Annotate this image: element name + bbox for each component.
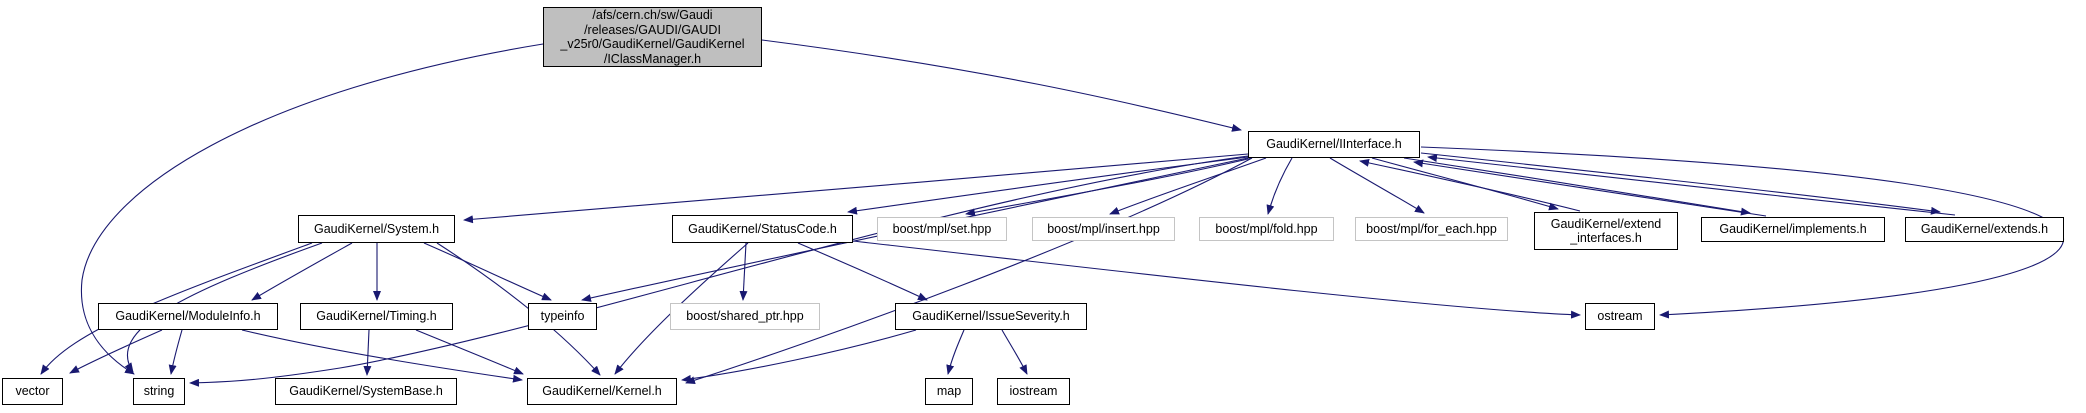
node-extends[interactable]: GaudiKernel/extends.h (1905, 217, 2064, 242)
edge-issueseverity-kernel (681, 329, 917, 383)
node-label-line: GaudiKernel/extends.h (1920, 222, 2049, 237)
node-label-line: GaudiKernel/implements.h (1719, 222, 1867, 237)
edge-iinterface-mpl-insert (1109, 157, 1267, 215)
node-mpl-for-each[interactable]: boost/mpl/for_each.hpp (1355, 217, 1508, 241)
node-label-line: iostream (1009, 384, 1058, 399)
node-statuscode[interactable]: GaudiKernel/StatusCode.h (672, 215, 853, 243)
node-label-line: _interfaces.h (1570, 231, 1642, 245)
node-iostream[interactable]: iostream (997, 378, 1070, 405)
edge-iclassmanager-iinterface (761, 39, 1242, 132)
node-label-line: GaudiKernel/IssueSeverity.h (912, 309, 1070, 324)
edge-system-typeinfo (423, 242, 552, 301)
edge-iinterface-extend-interfaces (1371, 157, 1559, 211)
edge-iinterface-mpl-fold (1266, 157, 1293, 215)
edge-statuscode-issueseverity (797, 242, 928, 301)
node-label-line: GaudiKernel/Kernel.h (542, 384, 662, 399)
node-kernel[interactable]: GaudiKernel/Kernel.h (527, 378, 677, 405)
node-timing[interactable]: GaudiKernel/Timing.h (300, 303, 453, 330)
node-string[interactable]: string (133, 378, 185, 405)
edge-iinterface-kernel (685, 157, 1253, 385)
node-moduleinfo[interactable]: GaudiKernel/ModuleInfo.h (98, 303, 278, 330)
node-label-line: GaudiKernel/System.h (313, 221, 440, 236)
edge-statuscode-ostream (852, 240, 1581, 319)
node-label-line: string (143, 384, 175, 399)
edge-system-moduleinfo (251, 242, 353, 301)
edge-moduleinfo-kernel (241, 329, 523, 383)
node-system[interactable]: GaudiKernel/System.h (298, 215, 455, 243)
edge-timing-kernel (415, 329, 524, 375)
node-map[interactable]: map (925, 378, 973, 405)
node-mpl-insert[interactable]: boost/mpl/insert.hpp (1032, 217, 1175, 241)
edge-moduleinfo-vector (69, 329, 163, 374)
node-label-line: boost/mpl/set.hpp (892, 221, 992, 236)
edge-moduleinfo-string (168, 329, 183, 375)
node-mpl-fold[interactable]: boost/mpl/fold.hpp (1199, 217, 1334, 241)
node-ostream[interactable]: ostream (1585, 303, 1655, 330)
node-label-line: GaudiKernel/IInterface.h (1266, 137, 1402, 152)
node-shared-ptr[interactable]: boost/shared_ptr.hpp (670, 303, 820, 330)
node-label-line: GaudiKernel/ModuleInfo.h (115, 309, 261, 324)
node-label-line: GaudiKernel/Timing.h (316, 309, 437, 324)
node-label-line: GaudiKernel/SystemBase.h (289, 384, 443, 399)
edge-implements-iinterface (1413, 159, 1767, 217)
node-label-line: _v25r0/GaudiKernel/GaudiKernel (560, 37, 745, 51)
node-vector[interactable]: vector (2, 378, 63, 405)
node-label-line: vector (15, 384, 50, 399)
node-iclassmanager[interactable]: /afs/cern.ch/sw/Gaudi/releases/GAUDI/GAU… (543, 7, 762, 67)
node-label-line: GaudiKernel/StatusCode.h (688, 221, 837, 236)
edge-issueseverity-iostream (1001, 329, 1028, 375)
edge-iinterface-mpl-for-each (1329, 157, 1425, 214)
edge-extends-iinterface (1427, 154, 1956, 216)
node-extend-interfaces[interactable]: GaudiKernel/extend_interfaces.h (1534, 212, 1678, 250)
node-label-line: map (936, 384, 962, 399)
node-typeinfo[interactable]: typeinfo (528, 303, 597, 330)
edge-timing-systembase (363, 329, 372, 376)
node-label-line: boost/mpl/fold.hpp (1215, 221, 1318, 236)
node-mpl-set[interactable]: boost/mpl/set.hpp (877, 217, 1007, 241)
edge-iinterface-system (463, 153, 1249, 224)
node-label-line: GaudiKernel/extend (1550, 216, 1662, 231)
node-label-line: /IClassManager.h (603, 51, 702, 66)
node-label-line: typeinfo (540, 309, 585, 324)
edge-iinterface-extends (1420, 152, 1941, 215)
edge-statuscode-shared-ptr (739, 242, 748, 301)
node-label-line: boost/mpl/insert.hpp (1047, 221, 1160, 236)
node-systembase[interactable]: GaudiKernel/SystemBase.h (275, 378, 457, 405)
node-label-line: /afs/cern.ch/sw/Gaudi (592, 8, 713, 22)
edge-issueseverity-map (946, 329, 965, 375)
node-label-line: boost/shared_ptr.hpp (686, 309, 804, 324)
node-label-line: /releases/GAUDI/GAUDI (584, 22, 721, 37)
node-implements[interactable]: GaudiKernel/implements.h (1701, 217, 1885, 242)
node-iinterface[interactable]: GaudiKernel/IInterface.h (1248, 131, 1420, 158)
node-issueseverity[interactable]: GaudiKernel/IssueSeverity.h (895, 303, 1087, 330)
edge-iinterface-implements (1403, 157, 1751, 216)
edge-extend-interfaces-iinterface (1359, 158, 1581, 212)
edge-iclassmanager-string (80, 43, 544, 375)
node-label-line: boost/mpl/for_each.hpp (1366, 221, 1497, 236)
node-label-line: ostream (1597, 309, 1643, 324)
